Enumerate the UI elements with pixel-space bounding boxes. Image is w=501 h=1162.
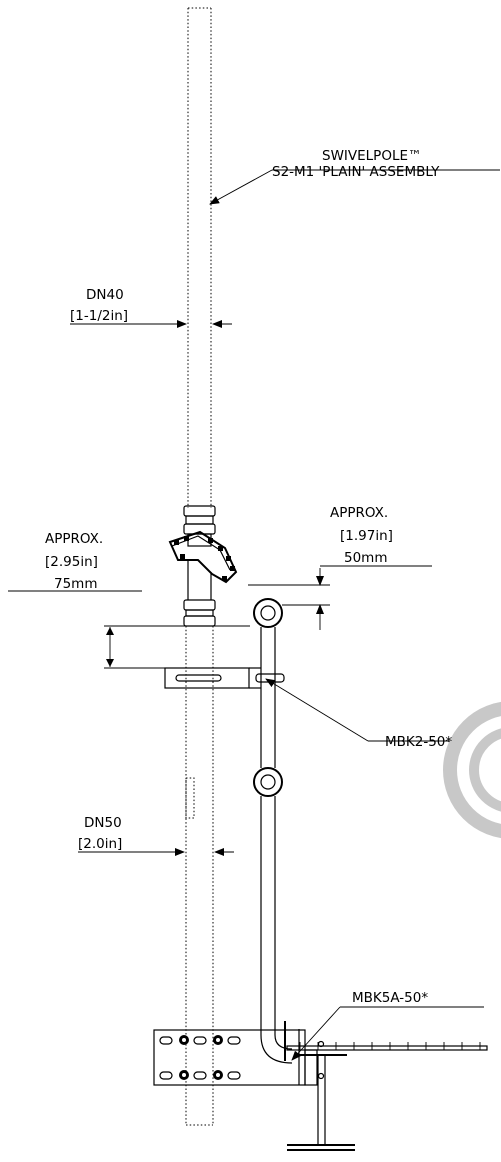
dn40-label: DN40	[86, 287, 124, 303]
approx-left-mm-label: 75mm	[54, 576, 97, 592]
upper-pole	[187, 7, 212, 508]
swivel-joint	[168, 505, 238, 627]
i-beam-grating	[284, 1021, 488, 1151]
mbk5a-bracket	[153, 1029, 325, 1086]
approx-right-label: APPROX.	[330, 505, 388, 521]
lower-pole	[185, 626, 214, 1126]
mbk2-clamp	[164, 667, 285, 689]
bolt-holes	[159, 1035, 241, 1080]
watermark-logo	[443, 701, 501, 839]
approx-left-inch-label: [2.95in]	[45, 554, 98, 570]
assembly-name-line1: SWIVELPOLE™	[322, 148, 422, 164]
labels: SWIVELPOLE™ S2-M1 'PLAIN' ASSEMBLY DN40 …	[45, 148, 452, 1006]
approx-left-label: APPROX.	[45, 531, 103, 547]
assembly-name-line2: S2-M1 'PLAIN' ASSEMBLY	[272, 164, 440, 180]
mounting-arm	[253, 598, 293, 1064]
approx-right-inch-label: [1.97in]	[340, 528, 393, 544]
approx-right-mm-label: 50mm	[344, 550, 387, 566]
dn50-label: DN50	[84, 815, 122, 831]
dn40-inch-label: [1-1/2in]	[70, 308, 128, 324]
leader-lines	[8, 169, 500, 1061]
dn50-inch-label: [2.0in]	[78, 836, 122, 852]
mbk2-label: MBK2-50*	[385, 734, 452, 750]
mbk5a-label: MBK5A-50*	[352, 990, 428, 1006]
